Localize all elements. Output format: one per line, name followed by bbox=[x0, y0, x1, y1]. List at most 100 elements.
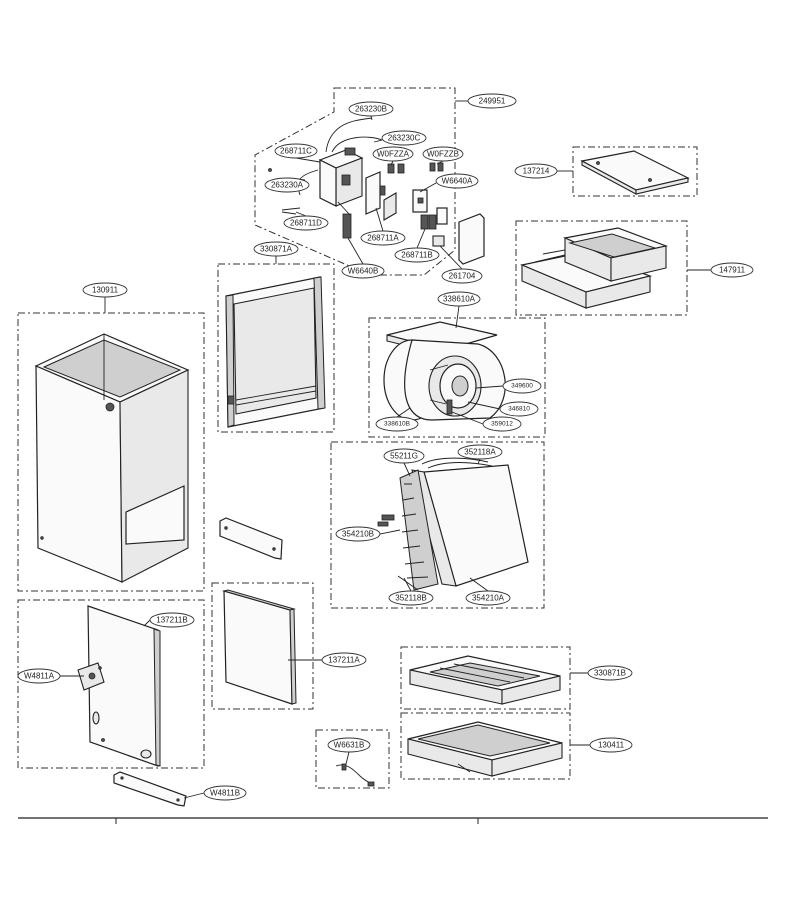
part-wire bbox=[335, 763, 375, 787]
part-label-text: 55211G bbox=[390, 452, 418, 461]
part-label-130411: 130411 bbox=[589, 737, 633, 753]
part-label-text: 349600 bbox=[511, 383, 533, 390]
part-label-text: 354210B bbox=[342, 530, 374, 539]
box-blower-housing bbox=[515, 220, 688, 316]
part-label-text: W6640A bbox=[442, 177, 473, 186]
part-label-bubble bbox=[710, 262, 754, 278]
box-wire bbox=[315, 729, 390, 789]
part-label-w6631b: W6631B bbox=[327, 737, 371, 753]
part-label-text: W0FZZA bbox=[377, 150, 410, 159]
part-label-bubble bbox=[482, 416, 522, 432]
part-label-text: W0FZZB bbox=[427, 150, 459, 159]
part-label-268711a: 268711A bbox=[360, 230, 406, 246]
part-label-bubble bbox=[375, 416, 419, 432]
part-label-text: 130911 bbox=[92, 286, 119, 295]
part-label-bubble bbox=[435, 173, 479, 189]
part-label-bubble bbox=[383, 448, 425, 464]
part-label-263230a: 263230A bbox=[264, 177, 310, 193]
part-label-text: 268711D bbox=[290, 219, 322, 228]
part-label-w4811a: W4811A bbox=[17, 668, 61, 684]
part-label-330871b: 330871B bbox=[587, 665, 633, 681]
part-label-text: 338610B bbox=[384, 421, 410, 428]
part-label-137214: 137214 bbox=[514, 163, 558, 179]
part-label-352118b: 352118B bbox=[388, 590, 434, 606]
assembly-boxes bbox=[17, 87, 698, 789]
part-label-w6640b: W6640B bbox=[341, 263, 385, 279]
part-label-bubble bbox=[467, 93, 517, 109]
part-label-263230c: 263230C bbox=[381, 130, 427, 146]
part-label-263230b: 263230B bbox=[348, 101, 394, 117]
part-label-130911: 130911 bbox=[82, 282, 128, 298]
part-label-text: 338610A bbox=[443, 295, 476, 304]
part-label-bubble bbox=[589, 737, 633, 753]
part-label-bubble bbox=[465, 590, 511, 606]
box-upper-door bbox=[211, 582, 314, 710]
part-label-bubble bbox=[388, 590, 434, 606]
part-label-w0fzza: W0FZZA bbox=[372, 146, 414, 162]
part-label-268711d: 268711D bbox=[283, 215, 329, 231]
part-label-bubble bbox=[327, 737, 371, 753]
part-label-bubble bbox=[203, 785, 247, 801]
box-drain-pan bbox=[400, 712, 571, 780]
box-lower-panel bbox=[17, 599, 205, 769]
part-label-bubble bbox=[360, 230, 406, 246]
part-label-text: 263230B bbox=[355, 105, 387, 114]
part-label-text: 268711C bbox=[280, 147, 312, 156]
part-top-cover bbox=[580, 150, 690, 195]
part-label-bubble bbox=[499, 401, 539, 417]
part-blower-wheel bbox=[383, 321, 506, 421]
part-label-text: 137214 bbox=[523, 167, 550, 176]
box-top-cover bbox=[572, 146, 698, 197]
part-label-359012: 359012 bbox=[482, 416, 522, 432]
part-label-338610b: 338610B bbox=[375, 416, 419, 432]
box-blower bbox=[368, 317, 546, 438]
part-label-w4811b: W4811B bbox=[203, 785, 247, 801]
part-label-bubble bbox=[422, 146, 464, 162]
footer-table-rule bbox=[18, 817, 768, 824]
part-blower-housing bbox=[519, 227, 669, 309]
part-filter-frame bbox=[225, 276, 326, 428]
part-label-bubble bbox=[514, 163, 558, 179]
part-upper-door bbox=[222, 589, 297, 705]
part-label-bubble bbox=[457, 444, 503, 460]
part-cabinet bbox=[34, 333, 190, 583]
part-coil bbox=[377, 457, 529, 591]
part-label-text: W4811B bbox=[210, 789, 240, 798]
part-drawings bbox=[34, 117, 690, 807]
box-filter-rack bbox=[400, 646, 571, 710]
part-filter-rack bbox=[409, 655, 561, 705]
part-label-text: 352118B bbox=[395, 594, 426, 603]
part-label-text: W4811A bbox=[24, 672, 55, 681]
part-control-box bbox=[268, 117, 383, 215]
part-label-268711b: 268711B bbox=[394, 247, 440, 263]
part-label-text: 352118A bbox=[464, 448, 496, 457]
part-label-bubble bbox=[335, 526, 381, 542]
part-label-text: 263230C bbox=[388, 134, 421, 143]
part-label-text: W6631B bbox=[334, 741, 365, 750]
part-relays bbox=[337, 162, 485, 265]
part-label-268711c: 268711C bbox=[274, 143, 318, 159]
part-label-text: 137211A bbox=[328, 656, 360, 665]
part-divider-plate bbox=[219, 517, 283, 560]
part-label-w0fzzb: W0FZZB bbox=[422, 146, 464, 162]
part-label-bubble bbox=[17, 668, 61, 684]
part-label-137211a: 137211A bbox=[321, 652, 367, 668]
part-lower-panel bbox=[77, 605, 161, 767]
part-label-bubble bbox=[348, 101, 394, 117]
part-label-354210b: 354210B bbox=[335, 526, 381, 542]
part-label-352118a: 352118A bbox=[457, 444, 503, 460]
box-cabinet bbox=[17, 312, 205, 592]
box-coil bbox=[330, 441, 545, 609]
part-label-bubble bbox=[283, 215, 329, 231]
part-label-text: 359012 bbox=[491, 421, 513, 428]
part-label-338610a: 338610A bbox=[437, 291, 481, 307]
part-label-text: 330871A bbox=[260, 245, 293, 254]
part-label-330871a: 330871A bbox=[253, 241, 299, 257]
part-label-249951: 249951 bbox=[467, 93, 517, 109]
part-label-bubble bbox=[82, 282, 128, 298]
box-filter-door bbox=[217, 263, 335, 433]
part-label-text: 330871B bbox=[594, 669, 626, 678]
part-label-text: 346810 bbox=[508, 406, 530, 413]
part-drain-pan bbox=[407, 721, 563, 777]
